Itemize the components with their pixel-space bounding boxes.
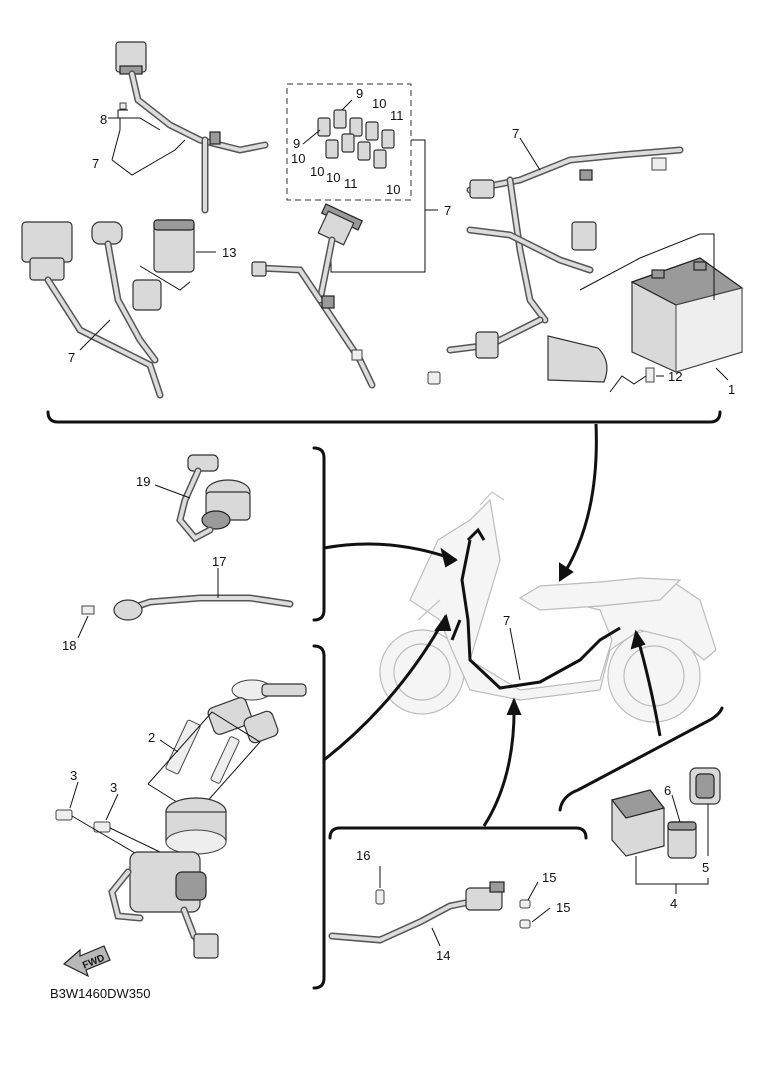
main-switch [108, 797, 227, 959]
callout-7-left: 7 [68, 350, 75, 365]
bottom-center-bracket [328, 826, 588, 840]
sensor-cable-14 [328, 881, 531, 944]
callout-10-b: 10 [291, 151, 305, 166]
socket-19 [176, 454, 251, 543]
right-bracket [558, 706, 724, 812]
top-parts-group: 8 7 9 10 11 9 10 10 10 11 10 7 [21, 41, 744, 399]
callout-16: 16 [356, 848, 370, 863]
callout-9-a: 9 [356, 86, 363, 101]
fuse-set [317, 109, 395, 169]
wire-harness-detail-top [115, 41, 269, 214]
wire-harness-left [21, 219, 195, 399]
callout-3-a: 3 [70, 768, 77, 783]
callout-12: 12 [668, 369, 682, 384]
relay-set-4 [610, 767, 721, 859]
callout-11-b: 11 [344, 176, 358, 191]
callout-9-b: 9 [293, 136, 300, 151]
top-section-bracket [46, 410, 722, 424]
scooter-harness-route [450, 527, 621, 690]
wire-harness-main [427, 146, 684, 385]
callout-2: 2 [148, 730, 155, 745]
callout-4: 4 [670, 896, 677, 911]
callout-10-a: 10 [372, 96, 386, 111]
callout-11-a: 11 [390, 108, 404, 123]
bolt-3-a [55, 809, 73, 821]
callout-10-e: 10 [386, 182, 400, 197]
location-arrows [323, 423, 662, 827]
wire-harness-center [251, 203, 376, 389]
cable-17 [113, 594, 294, 621]
battery-1 [630, 257, 744, 373]
callout-7-main: 7 [512, 126, 519, 141]
fuse-detail-box [286, 83, 412, 201]
callout-15-a: 15 [542, 870, 556, 885]
bolt-3-b [93, 821, 111, 833]
callout-17: 17 [212, 554, 226, 569]
callout-7-scooter: 7 [503, 613, 510, 628]
left-upper-bracket [312, 446, 326, 622]
callout-3-b: 3 [110, 780, 117, 795]
scooter-outline [379, 491, 717, 723]
callout-8: 8 [100, 112, 107, 127]
screw-18 [81, 605, 95, 615]
callout-1: 1 [728, 382, 735, 397]
diagram-code: B3W1460DW350 [50, 986, 150, 1001]
callout-13: 13 [222, 245, 236, 260]
fwd-direction-indicator: FWD [62, 945, 111, 978]
callout-19: 19 [136, 474, 150, 489]
callout-15-b: 15 [556, 900, 570, 915]
callout-14: 14 [436, 948, 450, 963]
callout-6: 6 [664, 783, 671, 798]
bolt-12 [645, 367, 655, 383]
key-set-2 [165, 679, 307, 784]
callout-7-top-left: 7 [92, 156, 99, 171]
left-lower-bracket [312, 644, 326, 990]
callout-18: 18 [62, 638, 76, 653]
callout-10-d: 10 [326, 170, 340, 185]
callout-5: 5 [702, 860, 709, 875]
callout-7-fuse: 7 [444, 203, 451, 218]
callout-10-c: 10 [310, 164, 324, 179]
